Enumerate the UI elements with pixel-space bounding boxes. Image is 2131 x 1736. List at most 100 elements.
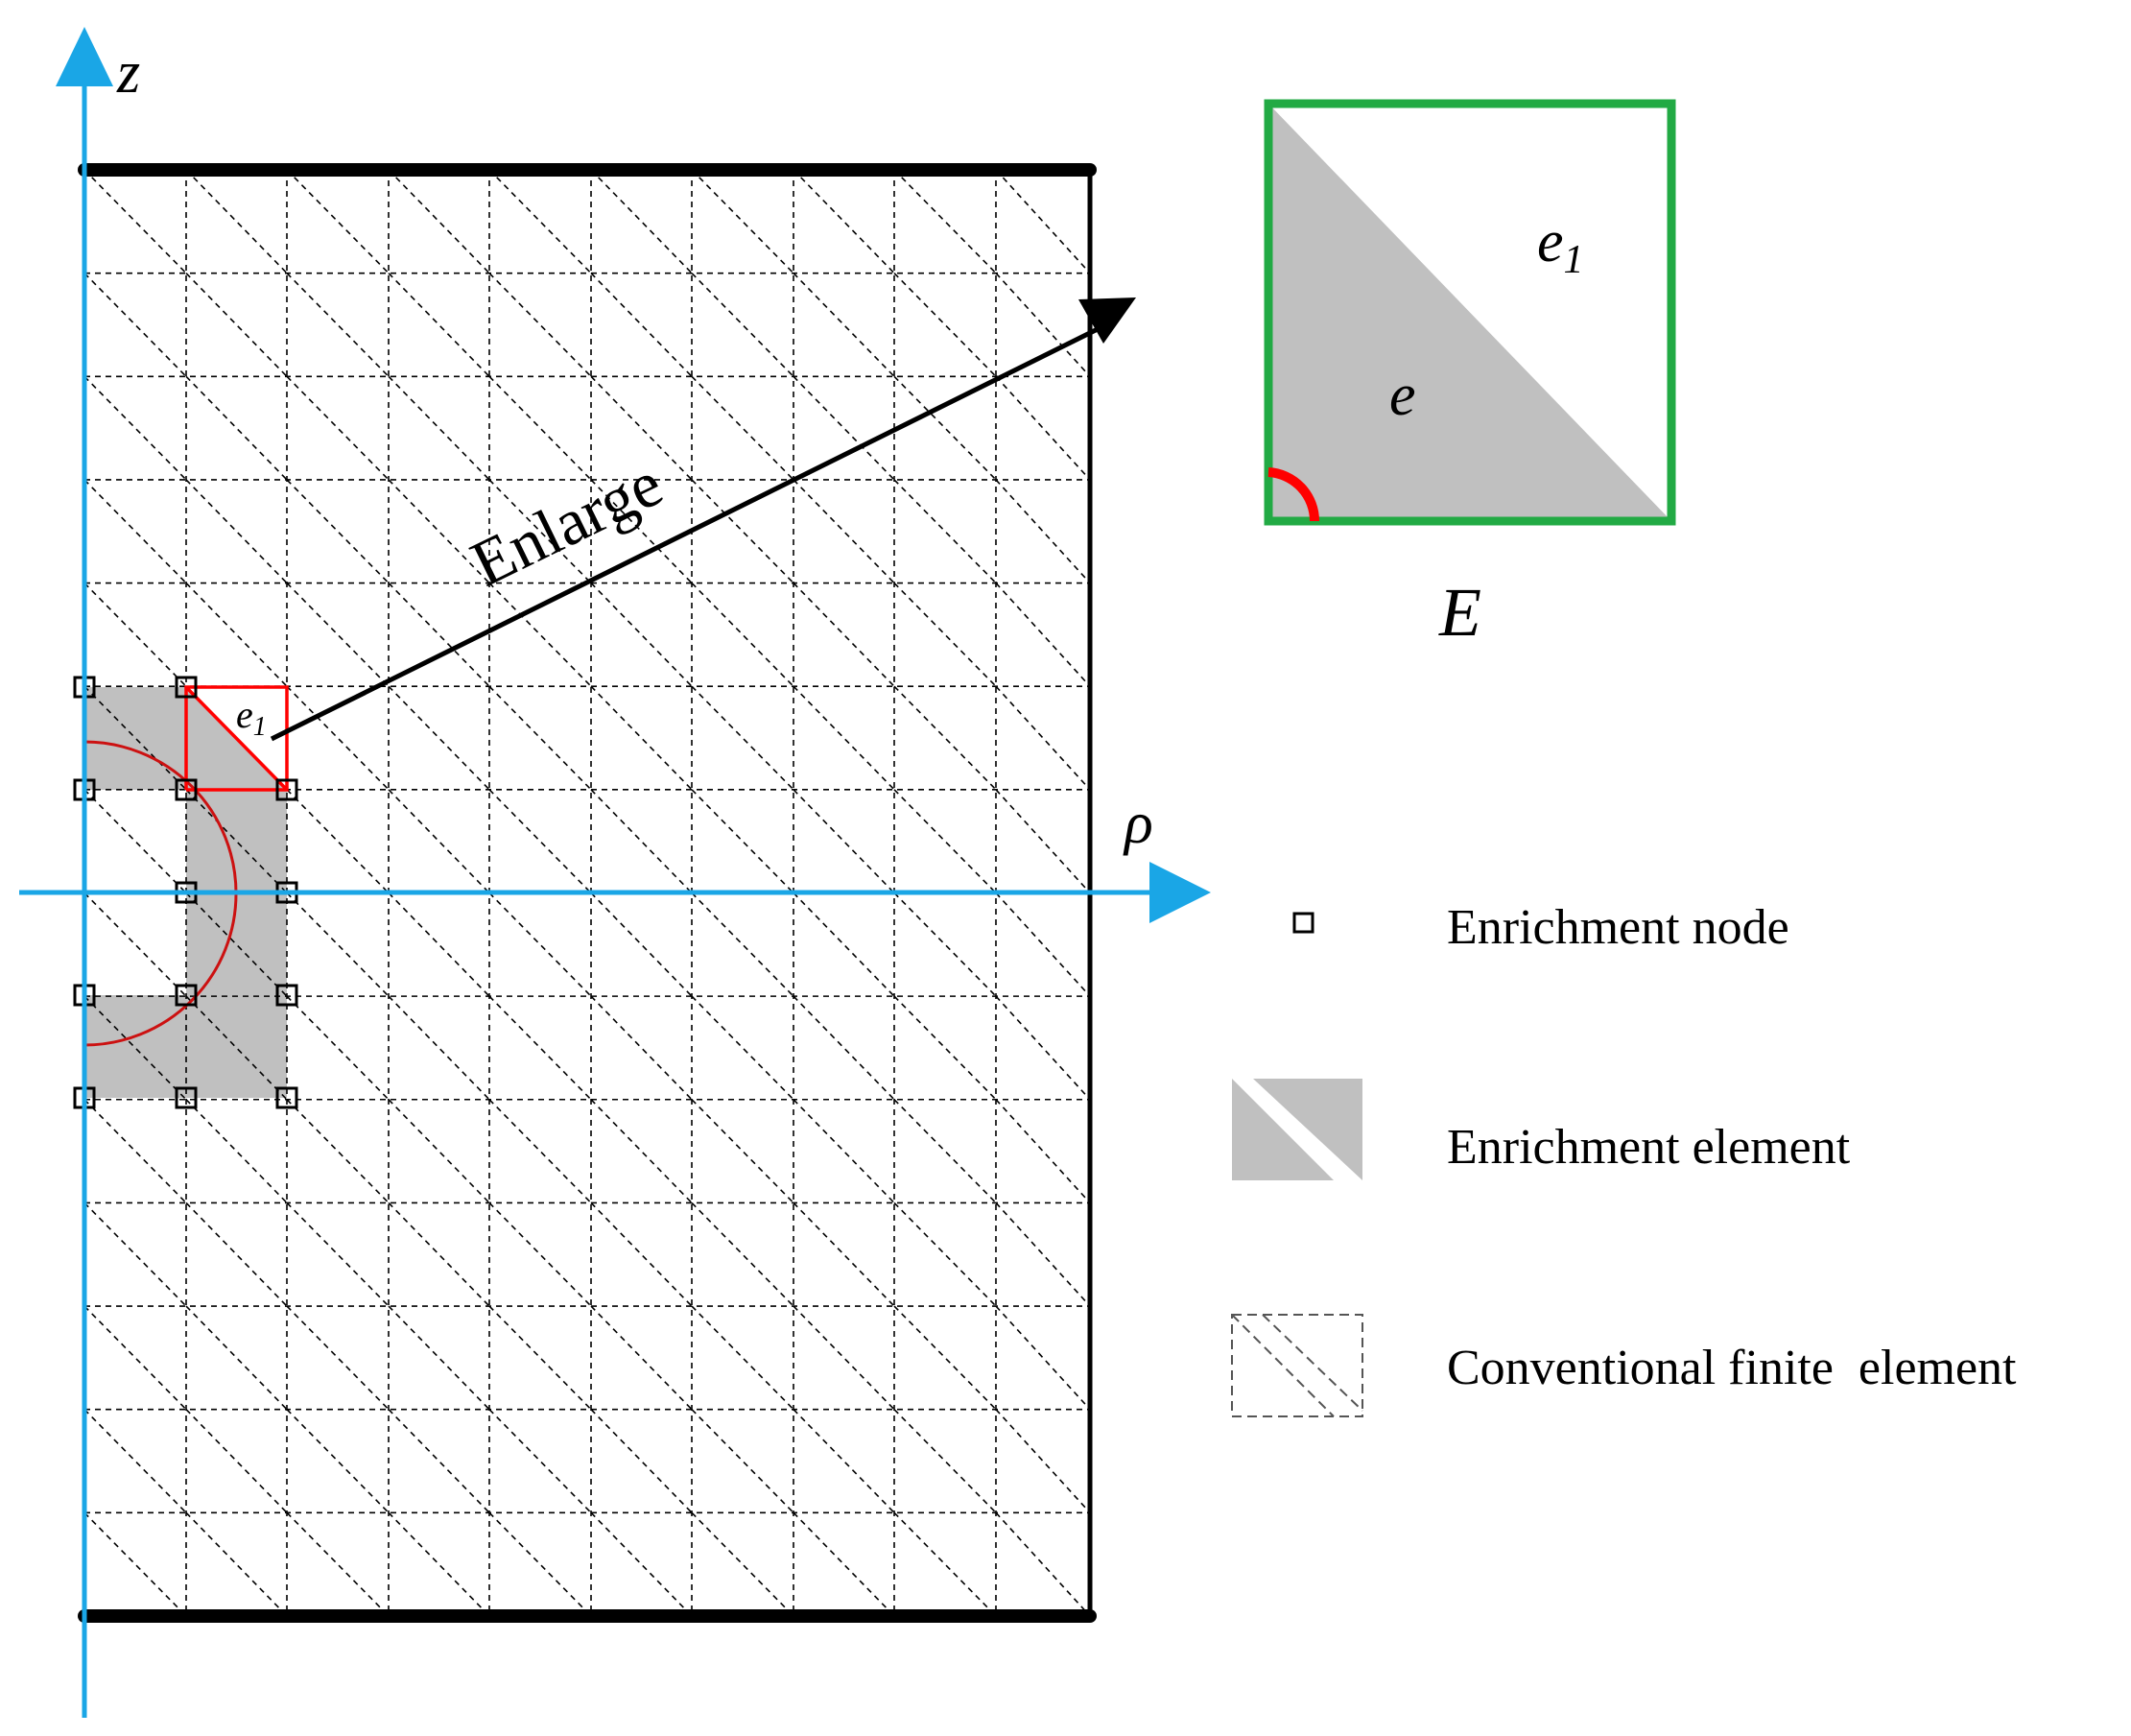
inset-border: [1264, 99, 1676, 526]
mesh-diagonal: [286, 892, 390, 997]
enrichment-node: [175, 1086, 198, 1109]
legend-enrichment-node-label: Enrichment node: [1447, 900, 1789, 955]
mesh-diagonal: [691, 582, 794, 687]
mesh-diagonal: [185, 789, 288, 894]
mesh-diagonal: [995, 1099, 1091, 1203]
mesh-diagonal: [83, 169, 187, 274]
mesh-diagonal: [388, 1409, 490, 1513]
mesh-diagonal: [691, 479, 794, 584]
mesh-diagonal: [995, 169, 1091, 274]
mesh-diagonal: [185, 273, 288, 377]
inset-interface-arc: [1267, 467, 1320, 522]
mesh-diagonal: [793, 685, 895, 791]
mesh-diagonal: [388, 169, 490, 274]
enrichment-node: [175, 778, 198, 801]
mesh-diagonal: [83, 273, 187, 377]
enrichment-nodes: [73, 676, 298, 1109]
mesh-diagonal: [488, 375, 592, 481]
mesh-diagonal: [893, 1305, 997, 1411]
mesh-diagonal: [488, 1099, 592, 1203]
mesh-diagonal: [488, 995, 592, 1101]
enrichment-node: [275, 984, 298, 1007]
mesh-diagonal: [995, 892, 1091, 997]
mesh-diagonal: [691, 1099, 794, 1203]
mesh-diagonal: [185, 169, 288, 274]
mesh-diagonal: [83, 1305, 187, 1411]
mesh-diagonal: [691, 1201, 794, 1307]
mesh-diagonal: [893, 789, 997, 894]
mesh-diagonal: [793, 1201, 895, 1307]
mesh-diagonal: [388, 892, 490, 997]
mesh-diagonal: [388, 685, 490, 791]
mesh-diagonal: [286, 789, 390, 894]
mesh-diagonal: [995, 1201, 1091, 1307]
mesh-diagonal: [590, 685, 693, 791]
mesh-diagonal: [995, 685, 1091, 791]
mesh-diagonal: [83, 1409, 187, 1513]
mesh-diagonal: [793, 995, 895, 1101]
mesh-diagonal: [590, 789, 693, 894]
mesh-diagonal: [286, 1201, 390, 1307]
legend-enrichment-element-swatch: [1232, 1079, 1362, 1180]
mesh-diagonal: [388, 1511, 490, 1617]
mesh-diagonal: [590, 1305, 693, 1411]
mesh-diagonal: [388, 479, 490, 584]
mesh-diagonal: [691, 273, 794, 377]
enriched-cell: [84, 995, 186, 1098]
mesh-diagonal: [793, 583, 895, 687]
legend-conventional-element-label: Conventional finite element: [1447, 1341, 2017, 1395]
mesh-diagonal: [893, 479, 997, 584]
mesh-diagonal: [185, 1511, 288, 1617]
mesh-diagonal: [893, 1409, 997, 1513]
mesh-diagonal: [691, 169, 794, 274]
mesh-diagonal: [995, 273, 1091, 377]
mesh-diagonal: [893, 169, 997, 274]
z-axis-label: z: [116, 40, 140, 106]
enrichment-node: [175, 984, 198, 1007]
mesh-diagonal: [488, 1201, 592, 1307]
mesh-diagonal: [488, 169, 592, 274]
mesh-diagonal: [388, 583, 490, 687]
mesh-diagonal: [590, 1201, 693, 1307]
mesh-diagonal: [185, 995, 288, 1101]
mesh-diagonal: [488, 685, 592, 791]
mesh-diagonal: [488, 892, 592, 997]
mesh-diagonal: [793, 375, 895, 481]
mesh-diagonal: [388, 995, 490, 1101]
mesh-diagonal: [185, 892, 288, 997]
mesh-diagonal: [590, 375, 693, 481]
mesh-diagonal: [286, 273, 390, 377]
mesh-diagonal: [793, 892, 895, 997]
mesh-diagonal: [488, 1511, 592, 1617]
inset-E-label: E: [1438, 574, 1481, 651]
mesh-diagonal: [995, 789, 1091, 894]
mesh-diagonal: [286, 582, 390, 687]
mesh-diagonal: [590, 892, 693, 997]
mesh-diagonal: [185, 583, 288, 687]
mesh-diagonal: [83, 375, 187, 481]
mesh-diagonal: [83, 995, 187, 1101]
mesh-diagonal: [691, 375, 794, 481]
mesh-diagonal: [590, 169, 693, 274]
mesh-diagonal: [691, 995, 794, 1101]
inset-enriched-triangle: [1268, 104, 1671, 521]
mesh-diagonal: [488, 273, 592, 377]
mesh-diagonal: [691, 892, 794, 997]
mesh-diagonal: [488, 1409, 592, 1513]
mesh-diagonal: [388, 1201, 490, 1307]
enrichment-node: [175, 676, 198, 699]
mesh-diagonal: [893, 582, 997, 687]
mesh-diagonal: [793, 1099, 895, 1203]
mesh-diagonal: [793, 273, 895, 377]
mesh-diagonal: [893, 1099, 997, 1203]
mesh-diagonal: [590, 1511, 693, 1617]
mesh-diagonal: [590, 583, 693, 687]
mesh-diagonal: [488, 479, 592, 584]
mesh-diagonal: [83, 892, 187, 997]
inset-e1-label: e1: [1537, 209, 1584, 282]
rho-axis: [19, 862, 1211, 923]
mesh-diagonal: [995, 479, 1091, 584]
mesh-diagonal: [286, 1305, 390, 1411]
mesh-diagonal: [590, 995, 693, 1101]
